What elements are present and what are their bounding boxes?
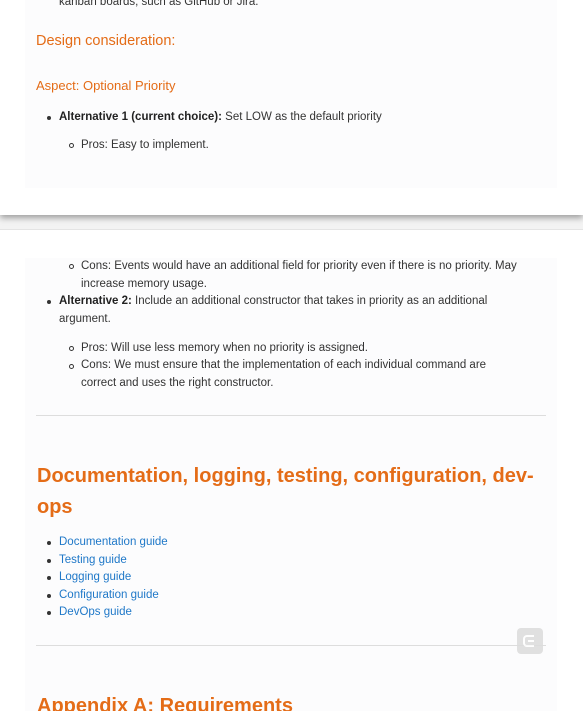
aspect-heading: Aspect: Optional Priority bbox=[36, 78, 176, 93]
scroll-helper-button[interactable] bbox=[517, 628, 543, 654]
alternative-2-cons-line1: Cons: We must ensure that the implementa… bbox=[81, 359, 487, 371]
alternative-1-cons-line1: Cons: Events would have an additional fi… bbox=[81, 260, 517, 272]
content-card-top: kanban boards, such as GitHub or Jira. D… bbox=[25, 0, 557, 188]
bullet-icon bbox=[47, 541, 51, 545]
bullet-icon bbox=[47, 559, 51, 563]
link-configuration-guide[interactable]: Configuration guide bbox=[59, 589, 159, 601]
appendix-heading: Appendix A: Requirements bbox=[37, 695, 293, 711]
alternative-2-item: Alternative 2: Include an additional con… bbox=[59, 293, 487, 311]
link-testing-guide[interactable]: Testing guide bbox=[59, 554, 127, 566]
link-logging-guide[interactable]: Logging guide bbox=[59, 571, 132, 583]
sub-bullet-icon bbox=[69, 143, 74, 148]
sub-bullet-icon bbox=[69, 264, 74, 269]
alternative-1-label: Alternative 1 (current choice): bbox=[59, 111, 222, 123]
bullet-icon bbox=[47, 576, 51, 580]
sub-bullet-icon bbox=[69, 346, 74, 351]
alternative-2-text-line2: argument. bbox=[59, 313, 111, 325]
section-divider bbox=[36, 645, 546, 646]
bullet-icon bbox=[47, 594, 51, 598]
alternative-1-cons-line2: increase memory usage. bbox=[81, 278, 207, 290]
bullet-icon bbox=[47, 116, 51, 120]
section-divider bbox=[36, 415, 546, 416]
documentation-heading-line2: ops bbox=[37, 496, 73, 518]
alternative-2-pros: Pros: Will use less memory when no prior… bbox=[81, 342, 368, 354]
bullet-icon bbox=[47, 611, 51, 615]
scroll-helper-icon bbox=[523, 635, 534, 647]
sub-bullet-icon bbox=[69, 364, 74, 369]
alternative-1-text: Set LOW as the default priority bbox=[221, 111, 382, 123]
link-devops-guide[interactable]: DevOps guide bbox=[59, 606, 132, 618]
intro-line: kanban boards, such as GitHub or Jira. bbox=[59, 0, 259, 8]
design-consideration-heading: Design consideration: bbox=[36, 33, 176, 49]
documentation-heading-line1: Documentation, logging, testing, configu… bbox=[37, 465, 534, 487]
alternative-2-text: Include an additional constructor that t… bbox=[131, 295, 488, 307]
alternative-2-cons-line2: correct and uses the right constructor. bbox=[81, 377, 274, 389]
page-segment-top: kanban boards, such as GitHub or Jira. D… bbox=[0, 0, 583, 215]
link-documentation-guide[interactable]: Documentation guide bbox=[59, 536, 168, 548]
page-segment-bottom: Cons: Events would have an additional fi… bbox=[0, 229, 583, 711]
alternative-1-item: Alternative 1 (current choice): Set LOW … bbox=[59, 109, 382, 127]
content-card-bottom: Cons: Events would have an additional fi… bbox=[25, 258, 557, 711]
alternative-1-pros: Pros: Easy to implement. bbox=[81, 139, 209, 151]
bullet-icon bbox=[47, 300, 51, 304]
page-gap bbox=[0, 215, 583, 229]
alternative-2-label: Alternative 2: bbox=[59, 295, 132, 307]
